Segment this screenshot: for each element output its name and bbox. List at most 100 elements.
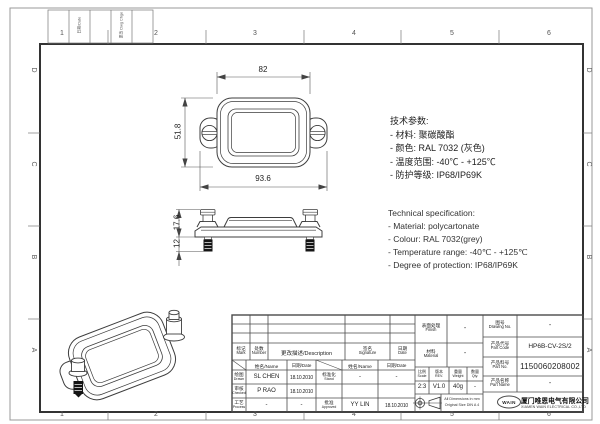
- tb-weight-en: Weight: [452, 374, 464, 379]
- tb-drawn-cn: 绘图: [234, 372, 244, 377]
- tb-material-cn: 材料: [426, 349, 436, 354]
- specs-en-temperature: - Temperature range: -40℃ - +125℃: [388, 247, 528, 257]
- dim-screw-length: 12: [172, 239, 182, 248]
- dim-overall-width: 93.6: [255, 174, 271, 183]
- border-row-left-a: A: [30, 347, 37, 353]
- iso-view: [59, 309, 185, 401]
- tb-partcode-en: Part Code: [490, 345, 510, 351]
- tb-rev-sig-label: 签名 Signature: [345, 346, 390, 356]
- tb-rev-number-cn: 处数: [254, 346, 264, 351]
- specs-en-protection: - Degree of protection: IP68/IP69K: [388, 260, 518, 270]
- tb-partname-label: 产品名称 Part Name: [483, 378, 517, 388]
- specs-cn-material: - 材料: 聚碳酸酯: [390, 129, 455, 140]
- tb-approved-name: YY LIN: [350, 402, 370, 408]
- border-col-top-5: 5: [450, 30, 454, 37]
- tb-qty-en: Qty.: [471, 374, 479, 379]
- tb-rev-desc-label: 更改描述/Description: [280, 351, 333, 357]
- tb-approved-label: 批准 Approved: [316, 400, 342, 410]
- company-name-cn: 厦门唯恩电气有限公司: [521, 398, 589, 405]
- border-col-top-3: 3: [253, 30, 257, 37]
- tb-partcode-label: 产品代号 Part Code: [483, 341, 517, 351]
- tb-weight-label: 重量 Weight: [449, 369, 467, 379]
- top-view: [199, 97, 328, 168]
- tb-note-line1: All Dimensions in mm: [444, 397, 480, 401]
- tb-rev-mark-en: Mark: [236, 350, 246, 356]
- tb-stand-en: Stand: [324, 377, 334, 382]
- tb-rev-mark-cn: 标记: [236, 346, 246, 351]
- tb-partcode-value: HP6B-CV-2S/2: [528, 343, 572, 350]
- tb-finish-label: 表面处理 Finish: [415, 323, 447, 333]
- tb-drawn-date: 18.10.2010: [289, 375, 314, 381]
- tb-partname-cn: 产品名称: [490, 378, 510, 383]
- border-col-top-4: 4: [352, 30, 356, 37]
- border-row-right-c: C: [585, 161, 592, 167]
- tb-partno-cn: 产品料号: [490, 360, 510, 365]
- tb-drawn-label: 绘图 Drawn: [232, 372, 246, 382]
- tb-partname-en: Part Name: [490, 382, 510, 388]
- tb-approved-cn: 批准: [324, 400, 334, 405]
- tb-rev-date-label: 日期 Date: [390, 346, 415, 356]
- tb-drawn-name: SL CHEN: [253, 374, 280, 380]
- border-col-bot-5: 5: [450, 411, 454, 418]
- specs-cn-title: 技术参数:: [390, 116, 429, 126]
- border-row-left-c: C: [30, 161, 37, 167]
- tb-partname-value: -: [548, 380, 552, 387]
- tb-process-name: -: [265, 402, 268, 408]
- border-row-left-b: B: [30, 254, 37, 260]
- tb-finish-value: -: [463, 325, 467, 332]
- tb-qty-cn: 数量: [471, 369, 479, 374]
- tb-partno-en: Part No.: [492, 364, 508, 370]
- dim-body-height: 51.8: [173, 123, 183, 140]
- tb-stand-name: -: [359, 374, 361, 380]
- tb-material-en: Material: [423, 353, 439, 359]
- tb-scale-cn: 比例: [418, 369, 426, 374]
- tb-checked-label: 审核 Checked: [232, 386, 246, 396]
- tb-name-header1: 姓名/Name: [254, 364, 279, 370]
- tb-process-en: Process: [232, 405, 246, 410]
- tb-dwgno-value: -: [548, 322, 552, 329]
- top-view-dimensions: [181, 72, 328, 191]
- tb-date-header2: 日期/Date: [386, 362, 407, 368]
- tb-finish-cn: 表面处理: [421, 323, 441, 328]
- corner-strip-change-label: 更改 Dwg Chge: [119, 11, 124, 39]
- tb-dwgno-cn: 图号: [495, 320, 505, 325]
- corner-strip-date-label: 日期/Date: [77, 16, 82, 34]
- tb-drawn-en: Drawn: [233, 377, 245, 382]
- border-row-right-b: B: [585, 254, 592, 260]
- tb-finish-en: Finish: [425, 327, 437, 333]
- tb-dwgno-en: Drawing No.: [488, 324, 512, 330]
- tb-dwgno-label: 图号 Drawing No.: [483, 320, 517, 330]
- tb-rev-value: V1.0: [432, 384, 446, 390]
- tb-rev-number-label: 处数 Number: [250, 346, 268, 356]
- tb-process-date: -: [300, 402, 303, 408]
- tb-scale-label: 比例 Scale: [415, 369, 429, 379]
- tb-process-label: 工艺 Process: [232, 400, 246, 410]
- tb-rev-number-en: Number: [251, 350, 267, 356]
- tb-checked-cn: 审核: [234, 386, 244, 391]
- titleblock-grid: [231, 314, 584, 413]
- dim-body-width: 82: [258, 65, 268, 74]
- tb-checked-name: P RAO: [257, 388, 276, 394]
- tb-scale-value: 2:3: [417, 384, 427, 390]
- tb-checked-en: Checked: [232, 391, 246, 396]
- tb-name-header2: 姓名/Name: [348, 364, 372, 370]
- border-col-bot-4: 4: [352, 411, 356, 418]
- specs-cn-colour: - 颜色: RAL 7032 (灰色): [390, 143, 485, 153]
- tb-date-header1: 日期/Date: [291, 362, 312, 368]
- specs-en-title: Technical specification:: [388, 208, 475, 218]
- tb-material-value: -: [463, 350, 467, 357]
- company-logo: WAIN: [502, 399, 516, 405]
- tb-material-label: 材料 Material: [415, 349, 447, 359]
- border-col-top-1: 1: [60, 30, 64, 37]
- specs-chinese: 技术参数: - 材料: 聚碳酸酯 - 颜色: RAL 7032 (灰色) - 温…: [390, 115, 496, 183]
- tb-qty-label: 数量 Qty.: [467, 369, 483, 379]
- tb-stand-label: 标准化 Stand: [316, 372, 342, 382]
- tb-stand-cn: 标准化: [322, 372, 336, 377]
- tb-rev-mark-label: 标记 Mark: [232, 346, 250, 356]
- tb-process-cn: 工艺: [234, 400, 244, 405]
- border-col-bot-1: 1: [60, 411, 64, 418]
- tb-rev-sig-en: Signature: [358, 350, 377, 356]
- specs-en-colour: - Colour: RAL 7032(grey): [388, 234, 483, 244]
- company-name-en: XIAMEN WAIN ELECTRICAL CO.,LTD: [521, 404, 586, 409]
